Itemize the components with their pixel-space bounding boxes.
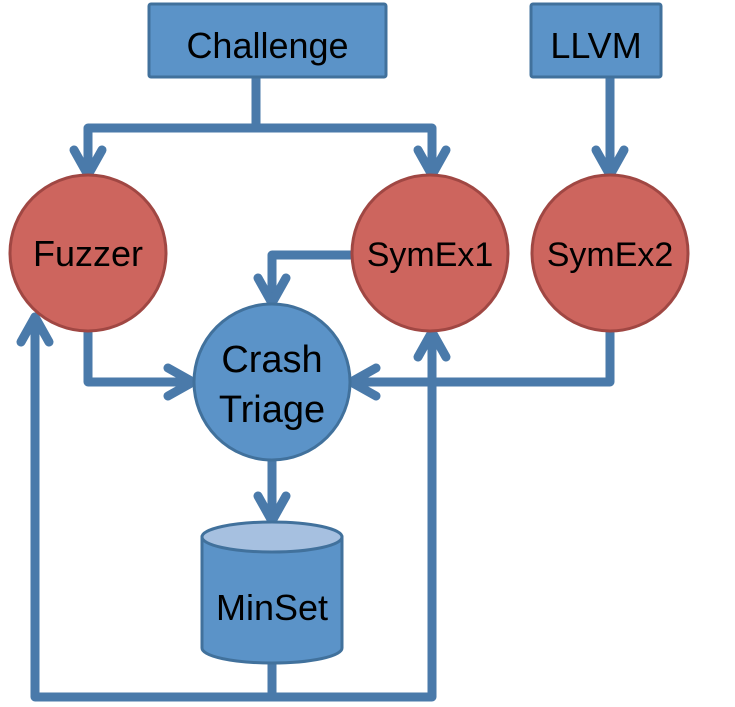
- fuzzer-circle: [8, 173, 168, 333]
- edge-symex2-to-triage: [346, 326, 615, 387]
- minset-cylinder-body: [200, 535, 344, 665]
- crash-triage-label-line2: Triage: [219, 389, 325, 431]
- fuzzer-label: Fuzzer: [33, 233, 143, 274]
- symex1-circle: [350, 173, 510, 333]
- minset-label: MinSet: [216, 587, 328, 628]
- minset-cylinder-top: [200, 520, 344, 554]
- node-crash-triage: Crash Triage: [192, 302, 352, 462]
- node-fuzzer: Fuzzer: [8, 173, 168, 333]
- node-symex2: SymEx2: [530, 173, 690, 333]
- node-symex1: SymEx1: [350, 173, 510, 333]
- arrowhead-minset-to-fuzzer: [16, 312, 54, 347]
- edge-symex1-to-triage: [267, 250, 357, 308]
- edge-fuzzer-to-triage: [83, 326, 198, 387]
- symex1-label: SymEx1: [367, 236, 494, 274]
- node-challenge: Challenge: [147, 2, 388, 79]
- edge-minset-feedback-loop: [30, 312, 437, 702]
- challenge-label: Challenge: [186, 25, 348, 66]
- edge-challenge-split: [83, 73, 437, 180]
- node-minset: MinSet: [200, 520, 344, 665]
- symex2-circle: [530, 173, 690, 333]
- crash-triage-label-line1: Crash: [221, 339, 322, 381]
- llvm-box: [529, 2, 663, 79]
- challenge-box: [147, 2, 388, 79]
- crash-triage-circle: [192, 302, 352, 462]
- node-llvm: LLVM: [529, 2, 663, 79]
- llvm-label: LLVM: [550, 25, 641, 66]
- symex2-label: SymEx2: [547, 236, 674, 274]
